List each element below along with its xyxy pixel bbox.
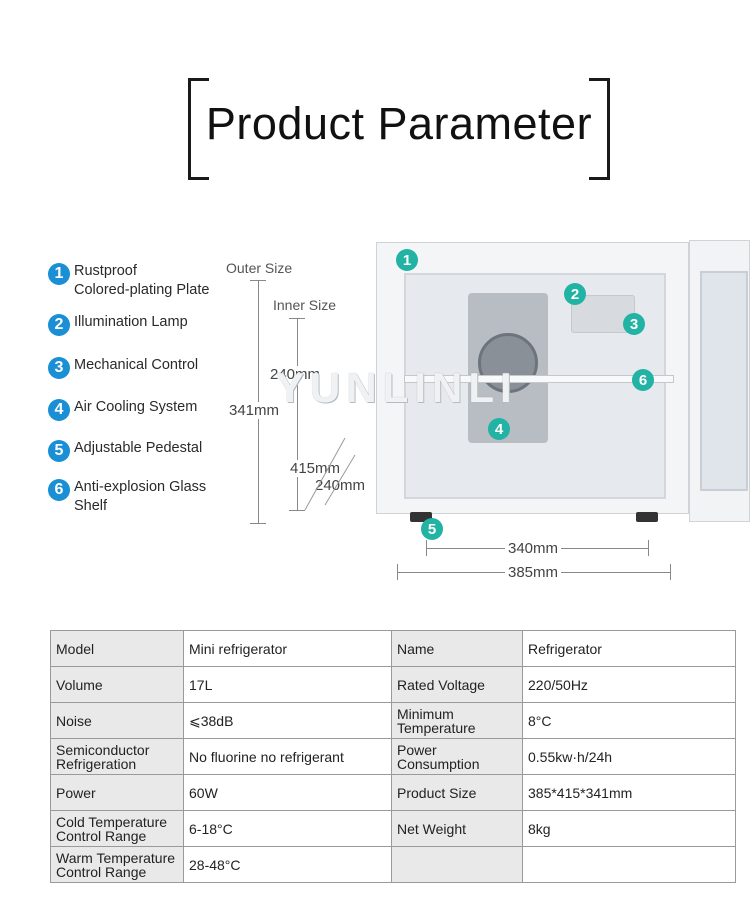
- foot-right: [636, 512, 658, 522]
- callout-badge: 1: [396, 249, 418, 271]
- outer-size-label: Outer Size: [226, 260, 293, 276]
- callout-badge: 4: [488, 418, 510, 440]
- spec-value: 8°C: [522, 702, 736, 739]
- spec-value: 17L: [183, 666, 392, 703]
- dimension-tick: [250, 280, 266, 281]
- dimension-tick: [289, 510, 305, 511]
- spec-table: Model Mini refrigerator Name Refrigerato…: [50, 630, 736, 883]
- feature-label: Air Cooling System: [74, 399, 198, 415]
- feature-item: 5 Adjustable Pedestal: [48, 439, 202, 462]
- table-row: Noise ⩽38dB Minimum Temperature 8°C: [50, 702, 736, 739]
- spec-key: Net Weight: [391, 810, 523, 847]
- feature-item: 4 Air Cooling System: [48, 398, 197, 421]
- foot-left: [410, 512, 432, 522]
- outer-height-value: 341mm: [229, 402, 280, 419]
- depth-lines: [304, 437, 356, 511]
- dimension-tick: [250, 523, 266, 524]
- page-title: Product Parameter: [205, 98, 593, 149]
- table-row: Power 60W Product Size 385*415*341mm: [50, 774, 736, 811]
- callout-badge: 6: [632, 369, 654, 391]
- door-glass: [700, 271, 748, 491]
- outer-depth-value: 415mm: [290, 460, 341, 477]
- inner-height-value: 240mm: [270, 366, 321, 383]
- spec-value: 28-48°C: [183, 846, 392, 883]
- spec-key: Warm Temperature Control Range: [50, 846, 184, 883]
- dimension-tick: [670, 564, 671, 580]
- table-row: Warm Temperature Control Range 28-48°C: [50, 846, 736, 883]
- table-row: Cold Temperature Control Range 6-18°C Ne…: [50, 810, 736, 847]
- feature-item: 3 Mechanical Control: [48, 356, 198, 379]
- feature-label: Mechanical Control: [74, 357, 199, 373]
- feature-number-badge: 6: [48, 479, 70, 501]
- feature-number-badge: 4: [48, 399, 70, 421]
- spec-key: Noise: [50, 702, 184, 739]
- inner-width-value: 340mm: [505, 540, 562, 557]
- spec-value: 6-18°C: [183, 810, 392, 847]
- feature-label: Rustproof Colored-plating Plate: [74, 263, 210, 298]
- left-bracket: [188, 78, 209, 180]
- spec-key: Power: [50, 774, 184, 811]
- right-bracket: [589, 78, 610, 180]
- feature-label: Adjustable Pedestal: [74, 440, 203, 456]
- fan-icon: [478, 333, 538, 393]
- spec-key: Minimum Temperature: [391, 702, 523, 739]
- outer-width-value: 385mm: [505, 564, 562, 581]
- callout-badge: 2: [564, 283, 586, 305]
- spec-value: 220/50Hz: [522, 666, 736, 703]
- spec-key: Model: [50, 630, 184, 667]
- dimension-tick: [648, 540, 649, 556]
- spec-key: Semiconductor Refrigeration: [50, 738, 184, 775]
- spec-value: 60W: [183, 774, 392, 811]
- spec-value: 0.55kw·h/24h: [522, 738, 736, 775]
- inner-height-line: [297, 318, 298, 510]
- inner-size-label: Inner Size: [273, 297, 337, 313]
- spec-key: Volume: [50, 666, 184, 703]
- spec-key: Power Consumption: [391, 738, 523, 775]
- glass-shelf: [404, 375, 674, 383]
- table-row: Semiconductor Refrigeration No fluorine …: [50, 738, 736, 775]
- feature-item: 1 Rustproof Colored-plating Plate: [48, 262, 209, 300]
- spec-value: Refrigerator: [522, 630, 736, 667]
- feature-label: Anti-explosion Glass Shelf: [74, 479, 207, 514]
- title-block: Product Parameter: [188, 78, 610, 180]
- spec-key: [391, 846, 523, 883]
- feature-number-badge: 1: [48, 263, 70, 285]
- spec-value: Mini refrigerator: [183, 630, 392, 667]
- spec-key: Cold Temperature Control Range: [50, 810, 184, 847]
- fridge-body: [376, 242, 689, 514]
- feature-number-badge: 2: [48, 314, 70, 336]
- fridge-interior: [404, 273, 674, 499]
- feature-number-badge: 3: [48, 357, 70, 379]
- dimension-tick: [289, 318, 305, 319]
- spec-key: Name: [391, 630, 523, 667]
- spec-key: Product Size: [391, 774, 523, 811]
- spec-value: 385*415*341mm: [522, 774, 736, 811]
- dimension-tick: [426, 540, 427, 556]
- spec-value: No fluorine no refrigerant: [183, 738, 392, 775]
- callout-badge: 5: [421, 518, 443, 540]
- feature-label: Illumination Lamp: [74, 314, 188, 330]
- table-row: Volume 17L Rated Voltage 220/50Hz: [50, 666, 736, 703]
- table-row: Model Mini refrigerator Name Refrigerato…: [50, 630, 736, 667]
- cooling-unit: [468, 293, 548, 443]
- feature-item: 6 Anti-explosion Glass Shelf: [48, 478, 206, 516]
- spec-value: [522, 846, 736, 883]
- inner-depth-value: 240mm: [315, 477, 366, 494]
- fridge-door: [689, 240, 750, 522]
- feature-number-badge: 5: [48, 440, 70, 462]
- watermark: YUNLINLI: [276, 364, 518, 411]
- spec-value: ⩽38dB: [183, 702, 392, 739]
- spec-value: 8kg: [522, 810, 736, 847]
- spec-key: Rated Voltage: [391, 666, 523, 703]
- callout-badge: 3: [623, 313, 645, 335]
- dimension-tick: [397, 564, 398, 580]
- feature-item: 2 Illumination Lamp: [48, 313, 188, 336]
